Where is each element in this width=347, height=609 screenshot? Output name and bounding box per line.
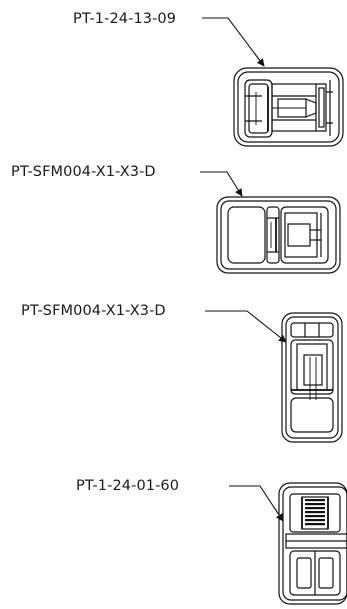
part-number-label-2: PT-SFM004-X1-X3-D <box>11 164 156 180</box>
leader-line-3 <box>205 310 287 343</box>
part-number-label-3: PT-SFM004-X1-X3-D <box>21 303 166 319</box>
leader-line-1 <box>202 17 265 67</box>
part-number-label-4: PT-1-24-01-60 <box>76 478 180 494</box>
connector-1-drawing <box>233 67 344 147</box>
leader-line-2 <box>200 171 243 197</box>
connector-2-drawing <box>216 196 341 274</box>
spring-icon <box>305 499 325 526</box>
part-number-label-1: PT-1-24-13-09 <box>73 11 177 27</box>
connector-4-drawing <box>278 482 347 605</box>
connector-3-drawing <box>281 312 343 443</box>
leader-line-4 <box>229 485 284 522</box>
